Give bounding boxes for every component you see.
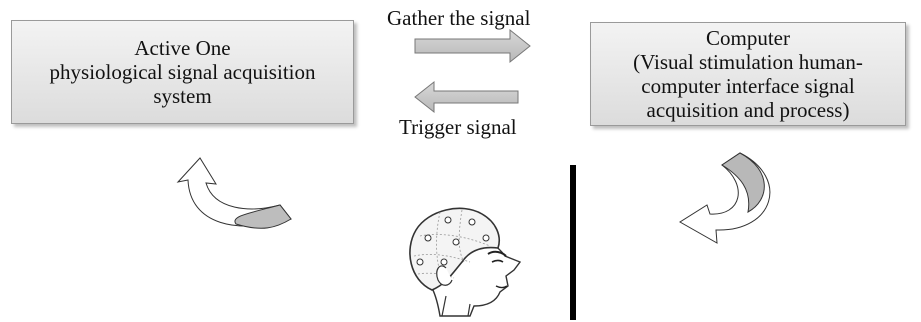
computer-line-4: acquisition and process) [646, 98, 850, 122]
computer-line-2: (Visual stimulation human- [633, 50, 863, 74]
eeg-cap-head-icon [409, 207, 522, 317]
computer-box: Computer (Visual stimulation human- comp… [590, 22, 906, 126]
acquisition-system-box: Active One physiological signal acquisit… [11, 20, 354, 124]
trigger-signal-label: Trigger signal [399, 115, 517, 139]
computer-line-3: computer interface signal [641, 74, 855, 98]
acquisition-line-1: Active One [134, 36, 231, 60]
acquisition-line-3: system [153, 84, 212, 108]
curved-arrow-up-icon [176, 157, 292, 229]
trigger-signal-arrow [414, 80, 519, 114]
gather-signal-label: Gather the signal [387, 6, 531, 30]
gather-signal-arrow [414, 28, 531, 64]
computer-line-1: Computer [706, 26, 790, 50]
acquisition-line-2: physiological signal acquisition [49, 60, 316, 84]
curved-arrow-down-icon [679, 152, 771, 244]
